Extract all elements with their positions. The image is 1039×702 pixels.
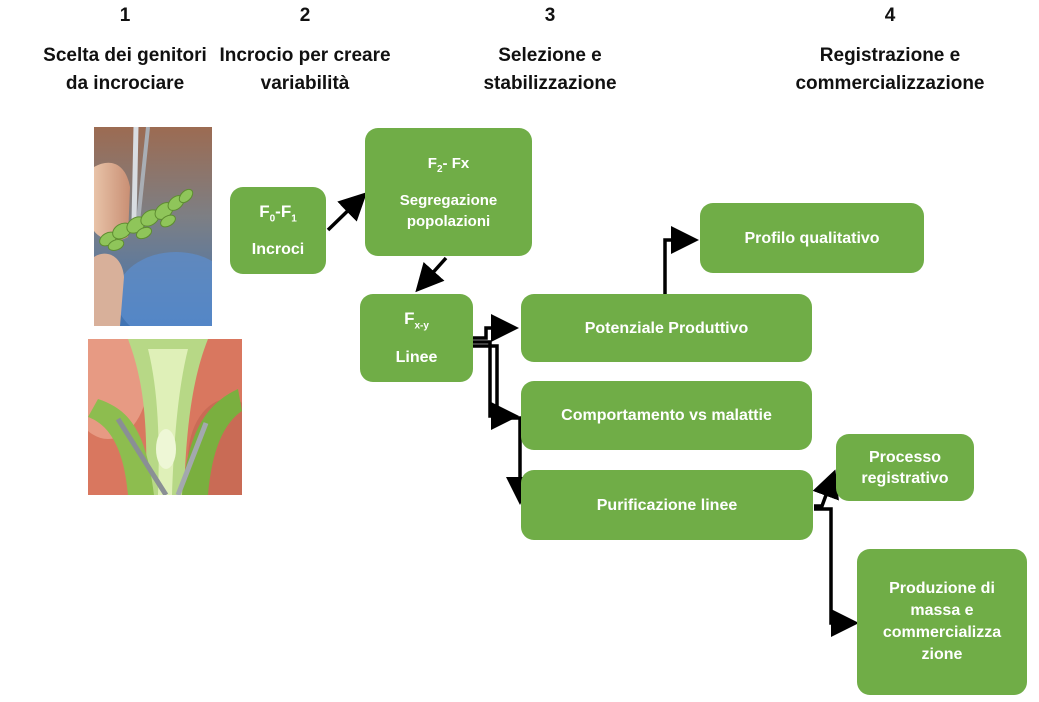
column-number: 1 <box>119 5 131 26</box>
arrow-lines-to-disease <box>473 340 519 430</box>
gen-main: F <box>404 309 415 329</box>
box-lines: Fx-y Linee <box>360 294 473 382</box>
gen-sub: x-y <box>414 320 429 332</box>
column-header-1: 1 Scelta dei genitori da incrociare <box>10 2 240 98</box>
column-header-4: 4 Registrazione e commercializzazione <box>780 2 1000 98</box>
box-label: Linee <box>395 348 438 366</box>
generation-label: F0-F1 <box>259 201 297 229</box>
box-quality-profile: Profilo qualitativo <box>700 203 924 273</box>
box-yield-potential: Potenziale Produttivo <box>521 294 812 362</box>
column-header-2: 2 Incrocio per creare variabilità <box>195 2 415 98</box>
arrow-crosses-to-segregation <box>326 192 368 232</box>
box-label: Produzione di massa e commercializza zio… <box>882 580 1002 663</box>
arrow-yield-to-quality <box>663 226 699 294</box>
arrow-segregation-to-lines <box>415 256 448 293</box>
box-segregation: F2- Fx Segregazione popolazioni <box>365 128 532 256</box>
wheat-spikelet-closeup-photo <box>88 339 242 495</box>
generation-label: F2- Fx <box>428 153 469 180</box>
arrow-purification-to-registration <box>812 469 839 508</box>
box-line-purification: Purificazione linee <box>521 470 813 540</box>
box-registration-process: Processo registrativo <box>836 434 974 501</box>
box-mass-production: Produzione di massa e commercializza zio… <box>857 549 1027 695</box>
box-label: Purificazione linee <box>596 496 738 514</box>
column-number: 3 <box>544 5 556 26</box>
gen-sub: 1 <box>291 213 297 225</box>
wheat-spike-tweezers-photo <box>94 127 212 326</box>
column-title: Scelta dei genitori da incrociare <box>43 45 207 94</box>
gen-sep: -F <box>275 201 292 221</box>
column-number: 2 <box>299 5 311 26</box>
box-disease-behavior: Comportamento vs malattie <box>521 381 812 450</box>
arrow-lines-to-purification <box>473 344 534 505</box>
gen-sub: 2 <box>436 163 443 175</box>
column-title: Selezione e stabilizzazione <box>483 45 617 94</box>
gen-sep: - Fx <box>442 154 470 172</box>
column-number: 4 <box>884 5 896 26</box>
column-header-3: 3 Selezione e stabilizzazione <box>445 2 655 98</box>
gen-main: F <box>259 201 270 221</box>
box-label: Segregazione popolazioni <box>399 191 498 230</box>
arrow-purification-to-mass-production <box>814 507 859 637</box>
column-title: Registrazione e commercializzazione <box>795 45 985 94</box>
generation-label: Fx-y <box>404 308 429 336</box>
arrow-lines-to-yield <box>473 314 519 342</box>
column-title: Incrocio per creare variabilità <box>219 45 391 94</box>
gen-main: F <box>427 154 437 172</box>
box-label: Potenziale Produttivo <box>584 319 749 337</box>
box-crosses: F0-F1 Incroci <box>230 187 326 274</box>
box-label: Incroci <box>251 241 305 259</box>
box-label: Processo registrativo <box>861 448 949 487</box>
gen-sub: 0 <box>269 213 276 225</box>
box-label: Comportamento vs malattie <box>561 407 772 424</box>
box-label: Profilo qualitativo <box>744 229 880 247</box>
